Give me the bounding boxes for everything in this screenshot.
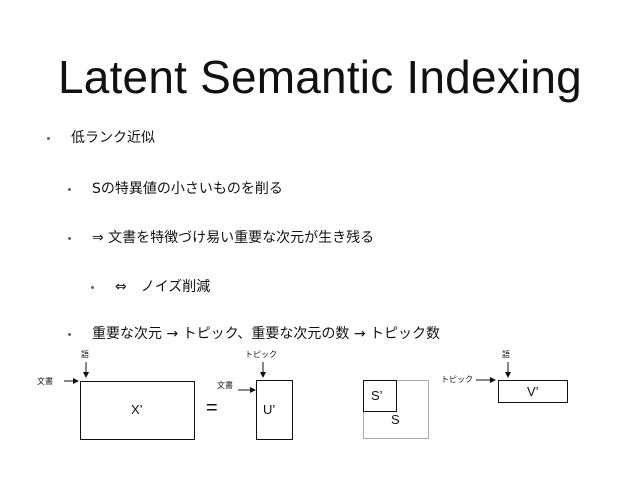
bullet-singular-values: Sの特異値の小さいものを削る [92, 181, 283, 197]
bullet-dot [68, 188, 71, 191]
matrix-u [256, 380, 293, 440]
matrix-u-label: U’ [263, 402, 276, 417]
bullet-dot [47, 137, 50, 140]
bullet-dot [91, 286, 94, 289]
x-row-label: 文書 [37, 377, 53, 386]
matrix-s-inner-label: S’ [371, 388, 383, 403]
bullet-dot [68, 237, 71, 240]
u-row-label: 文書 [217, 381, 233, 390]
v-row-label: トピック [441, 375, 473, 384]
bullet-dot [68, 333, 71, 336]
page-title: Latent Semantic Indexing [58, 51, 582, 103]
bullet-noise-reduction: ⇔ ノイズ削減 [115, 279, 211, 295]
x-col-label: 語 [81, 350, 89, 359]
matrix-x-label: X’ [131, 402, 143, 417]
matrix-v-label: V’ [527, 384, 539, 399]
matrix-v [498, 380, 568, 403]
bullet-topics: 重要な次元 → トピック、重要な次元の数 → トピック数 [92, 326, 441, 342]
matrix-x [80, 381, 195, 440]
bullet-low-rank: 低ランク近似 [71, 130, 155, 146]
v-col-label: 語 [502, 350, 510, 359]
bullet-important-dims: ⇒ 文書を特徴づけ易い重要な次元が生き残る [92, 230, 375, 246]
matrix-s-label: S [391, 412, 400, 427]
u-col-label: トピック [245, 350, 277, 359]
equals-sign: = [206, 397, 218, 419]
matrix-s-truncated [363, 380, 397, 412]
